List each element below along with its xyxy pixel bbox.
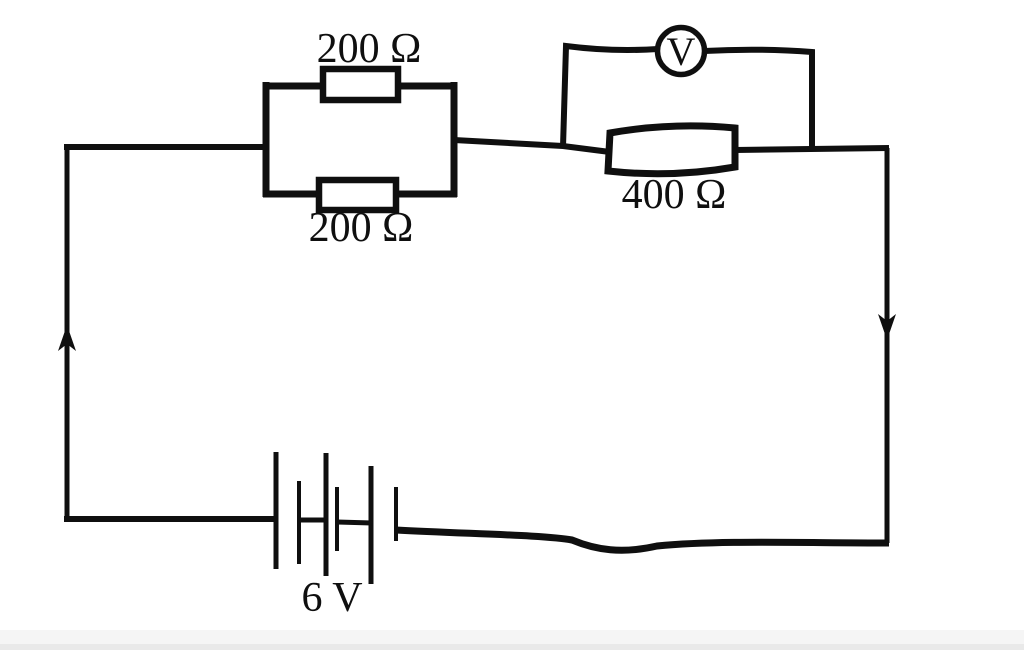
- series-resistor-group: 400 Ω: [604, 122, 890, 218]
- resistor-box-200-bottom: [315, 176, 400, 214]
- voltmeter-symbol: V: [667, 29, 696, 74]
- voltmeter-right-wire: [703, 46, 815, 150]
- scan-shade-edge: [0, 644, 1024, 650]
- scan-shade-band: [0, 630, 1024, 644]
- resistor-box-200-top: [319, 65, 402, 104]
- current-arrow-up-icon: [58, 325, 76, 351]
- voltmeter-group: V: [560, 24, 815, 150]
- wire-middle: [453, 137, 611, 155]
- battery-group: 6 V: [273, 452, 398, 621]
- battery-connector-2: [336, 519, 373, 526]
- wire-bottom-right: [395, 526, 890, 554]
- current-arrow-down-icon: [878, 314, 896, 340]
- label-200-ohm-top: 200 Ω: [317, 26, 422, 72]
- voltmeter-circle: [654, 24, 708, 78]
- label-200-ohm-bottom: 200 Ω: [309, 205, 414, 251]
- resistor-box-400: [604, 122, 739, 178]
- label-6v: 6 V: [301, 575, 362, 621]
- parallel-resistor-group: 200 Ω 200 Ω: [262, 26, 458, 251]
- voltmeter-left-wire: [560, 42, 659, 148]
- label-400-ohm: 400 Ω: [622, 172, 727, 218]
